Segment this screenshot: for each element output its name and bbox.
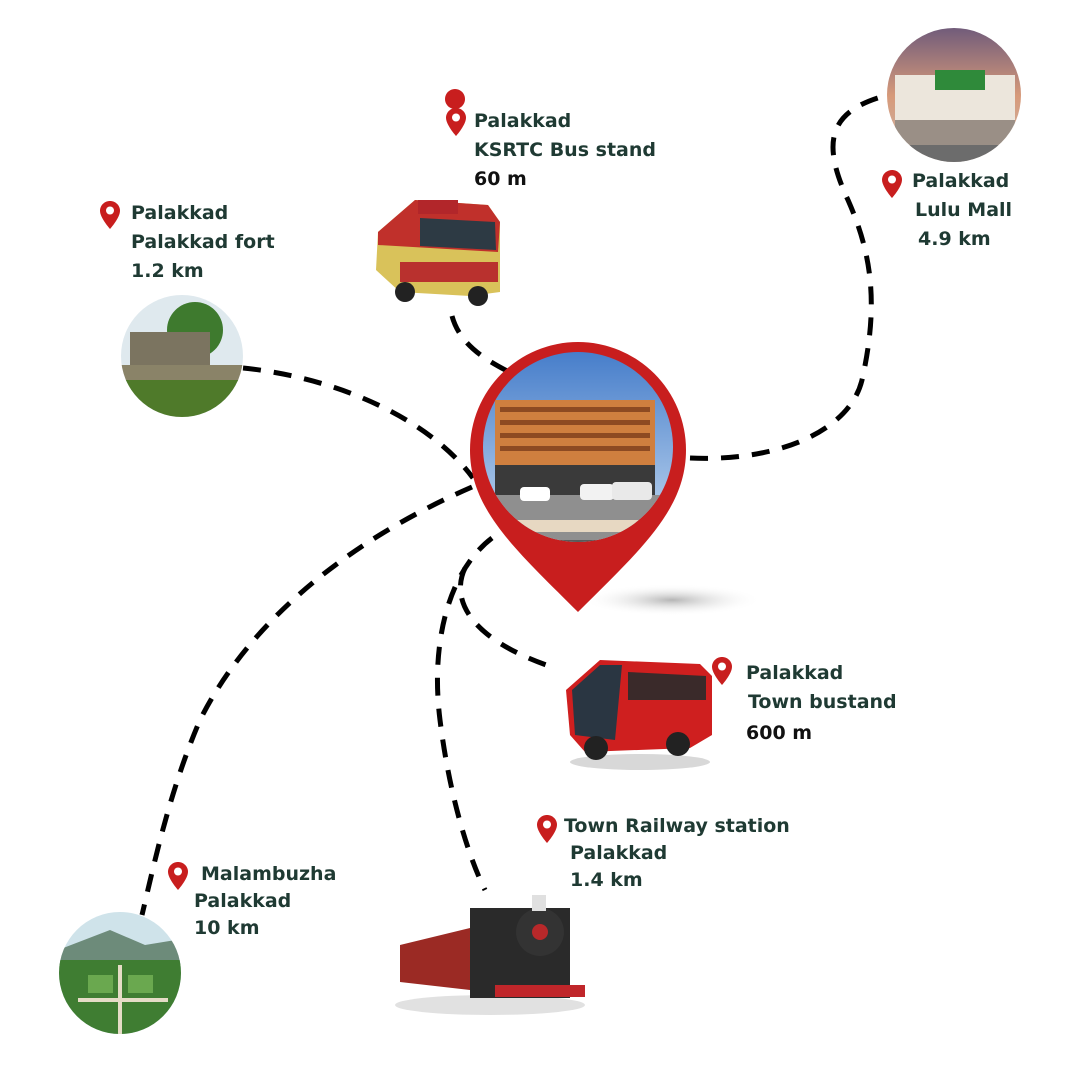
label-railway: Town Railway station Palakkad 1.4 km xyxy=(564,813,790,894)
bus-stand-line1: Palakkad xyxy=(474,110,572,132)
bus-stand-line2: KSRTC Bus stand xyxy=(474,139,656,161)
location-pin-icon xyxy=(537,815,557,843)
lulu-distance: 4.9 km xyxy=(918,228,991,250)
location-pin-icon xyxy=(882,170,902,198)
town-bus-line1: Palakkad xyxy=(746,662,844,684)
location-pin-icon xyxy=(445,89,466,109)
route-to-bus-stand xyxy=(449,315,517,378)
fort-photo xyxy=(121,295,243,417)
route-to-fort xyxy=(242,365,476,480)
town-bus-line2: Town bustand xyxy=(748,691,897,713)
route-to-town-bus xyxy=(457,566,556,671)
fort-distance: 1.2 km xyxy=(131,260,204,282)
garden-photo xyxy=(59,912,181,1034)
route-to-railway xyxy=(435,536,494,892)
steam-train xyxy=(395,895,585,1015)
railway-line1: Town Railway station xyxy=(564,815,790,837)
building-photo xyxy=(483,352,673,542)
lulu-line2: Lulu Mall xyxy=(915,199,1013,221)
lulu-line1: Palakkad xyxy=(912,170,1010,192)
ksrtc-bus xyxy=(376,200,500,306)
fort-line1: Palakkad xyxy=(131,202,229,224)
label-bus-stand: Palakkad KSRTC Bus stand 60 m xyxy=(474,107,656,194)
label-fort: Palakkad Palakkad fort 1.2 km xyxy=(131,199,275,286)
mall-photo xyxy=(887,28,1021,162)
label-lulu: Palakkad Lulu Mall 4.9 km xyxy=(912,167,1012,254)
label-malambuzha: Malambuzha Palakkad 10 km xyxy=(194,861,336,942)
pin-icons xyxy=(445,89,466,109)
red-bus xyxy=(566,660,712,770)
location-pin-icon xyxy=(100,201,120,229)
location-pin-icon xyxy=(168,862,188,890)
malambuzha-distance: 10 km xyxy=(194,917,260,939)
location-pin-icon xyxy=(446,108,466,136)
route-to-lulu xyxy=(689,92,889,461)
town-bus-distance: 600 m xyxy=(746,722,813,744)
label-town-bus: Palakkad Town bustand 600 m xyxy=(746,659,897,748)
location-pin-icon xyxy=(712,657,732,685)
malambuzha-line2: Palakkad xyxy=(194,890,292,912)
railway-line2: Palakkad xyxy=(570,842,668,864)
route-to-malambuzha xyxy=(139,484,473,916)
malambuzha-line1: Malambuzha xyxy=(201,863,337,885)
fort-line2: Palakkad fort xyxy=(131,231,275,253)
center-location-marker xyxy=(470,342,762,616)
railway-distance: 1.4 km xyxy=(570,869,643,891)
bus-stand-distance: 60 m xyxy=(474,168,527,190)
